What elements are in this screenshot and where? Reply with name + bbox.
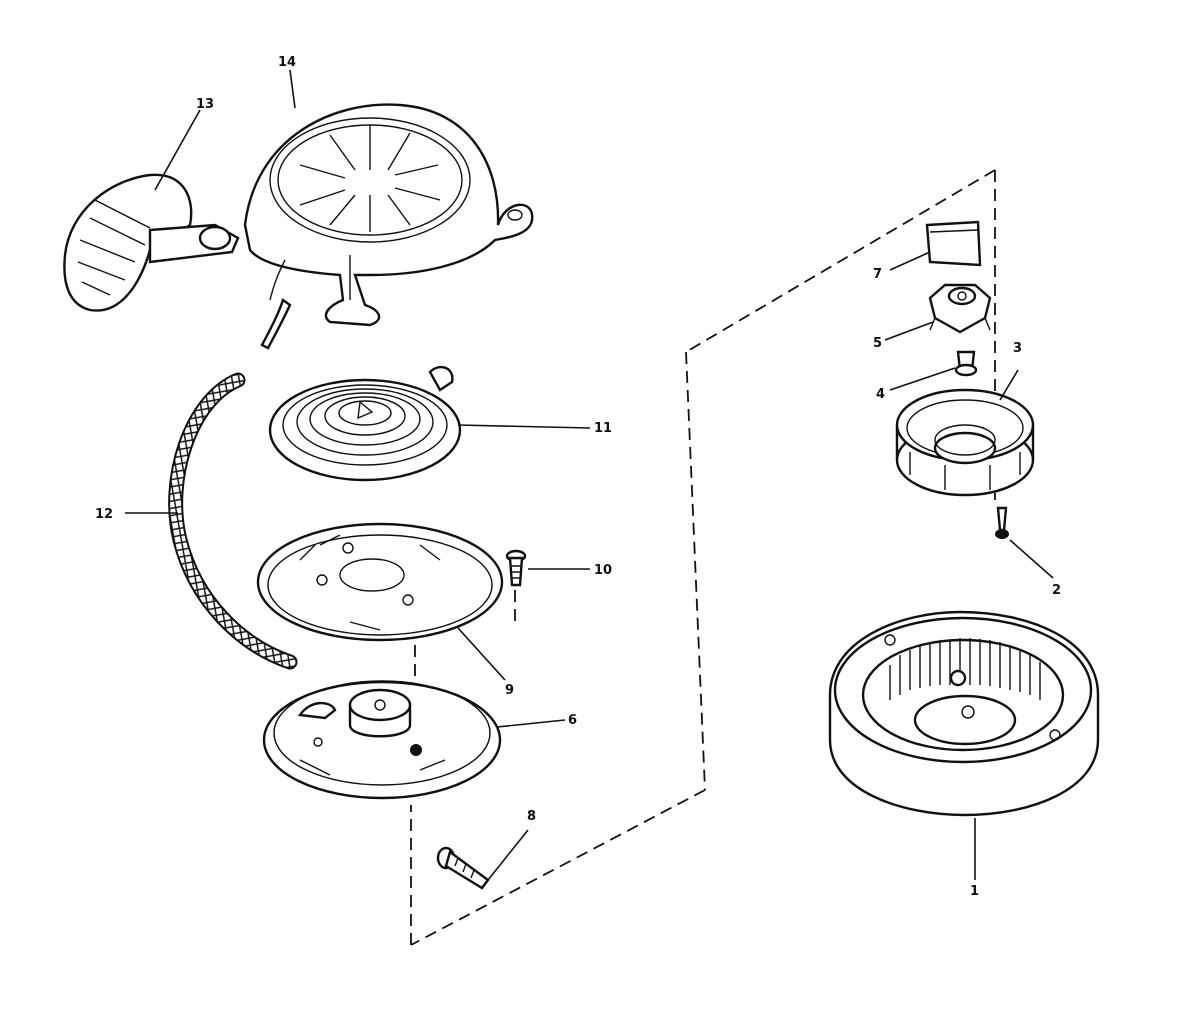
cup-3 xyxy=(895,388,1035,497)
callout-8: 8 xyxy=(527,809,536,824)
alignment-dashed-lines xyxy=(410,169,996,946)
callout-12: 12 xyxy=(95,507,113,522)
callout-4: 4 xyxy=(876,387,885,402)
pulley xyxy=(262,680,502,800)
callout-9: 9 xyxy=(505,683,514,698)
flywheel xyxy=(828,610,1100,817)
callout-3: 3 xyxy=(1013,341,1022,356)
spring-4 xyxy=(954,350,978,377)
screw-10 xyxy=(505,549,527,587)
callout-10: 10 xyxy=(594,563,612,578)
retainer-5 xyxy=(928,283,992,334)
callout-11: 11 xyxy=(594,421,612,436)
callout-6: 6 xyxy=(568,713,577,728)
callout-5: 5 xyxy=(873,336,882,351)
pad-7 xyxy=(925,220,982,267)
screw-2 xyxy=(995,506,1009,539)
recoil-spring xyxy=(268,365,462,482)
callout-13: 13 xyxy=(196,97,214,112)
callout-14: 14 xyxy=(278,55,296,70)
callout-1: 1 xyxy=(970,884,979,899)
starter-housing xyxy=(243,103,534,327)
starter-handle xyxy=(63,173,292,350)
callout-labels: 14 13 11 12 10 9 6 8 7 5 4 3 2 1 xyxy=(95,55,1061,899)
callout-2: 2 xyxy=(1052,583,1061,598)
starter-rope xyxy=(168,372,298,670)
retainer-plate xyxy=(256,522,504,642)
screw-8 xyxy=(436,846,490,890)
leader-lines xyxy=(125,69,1054,881)
callout-7: 7 xyxy=(873,267,882,282)
